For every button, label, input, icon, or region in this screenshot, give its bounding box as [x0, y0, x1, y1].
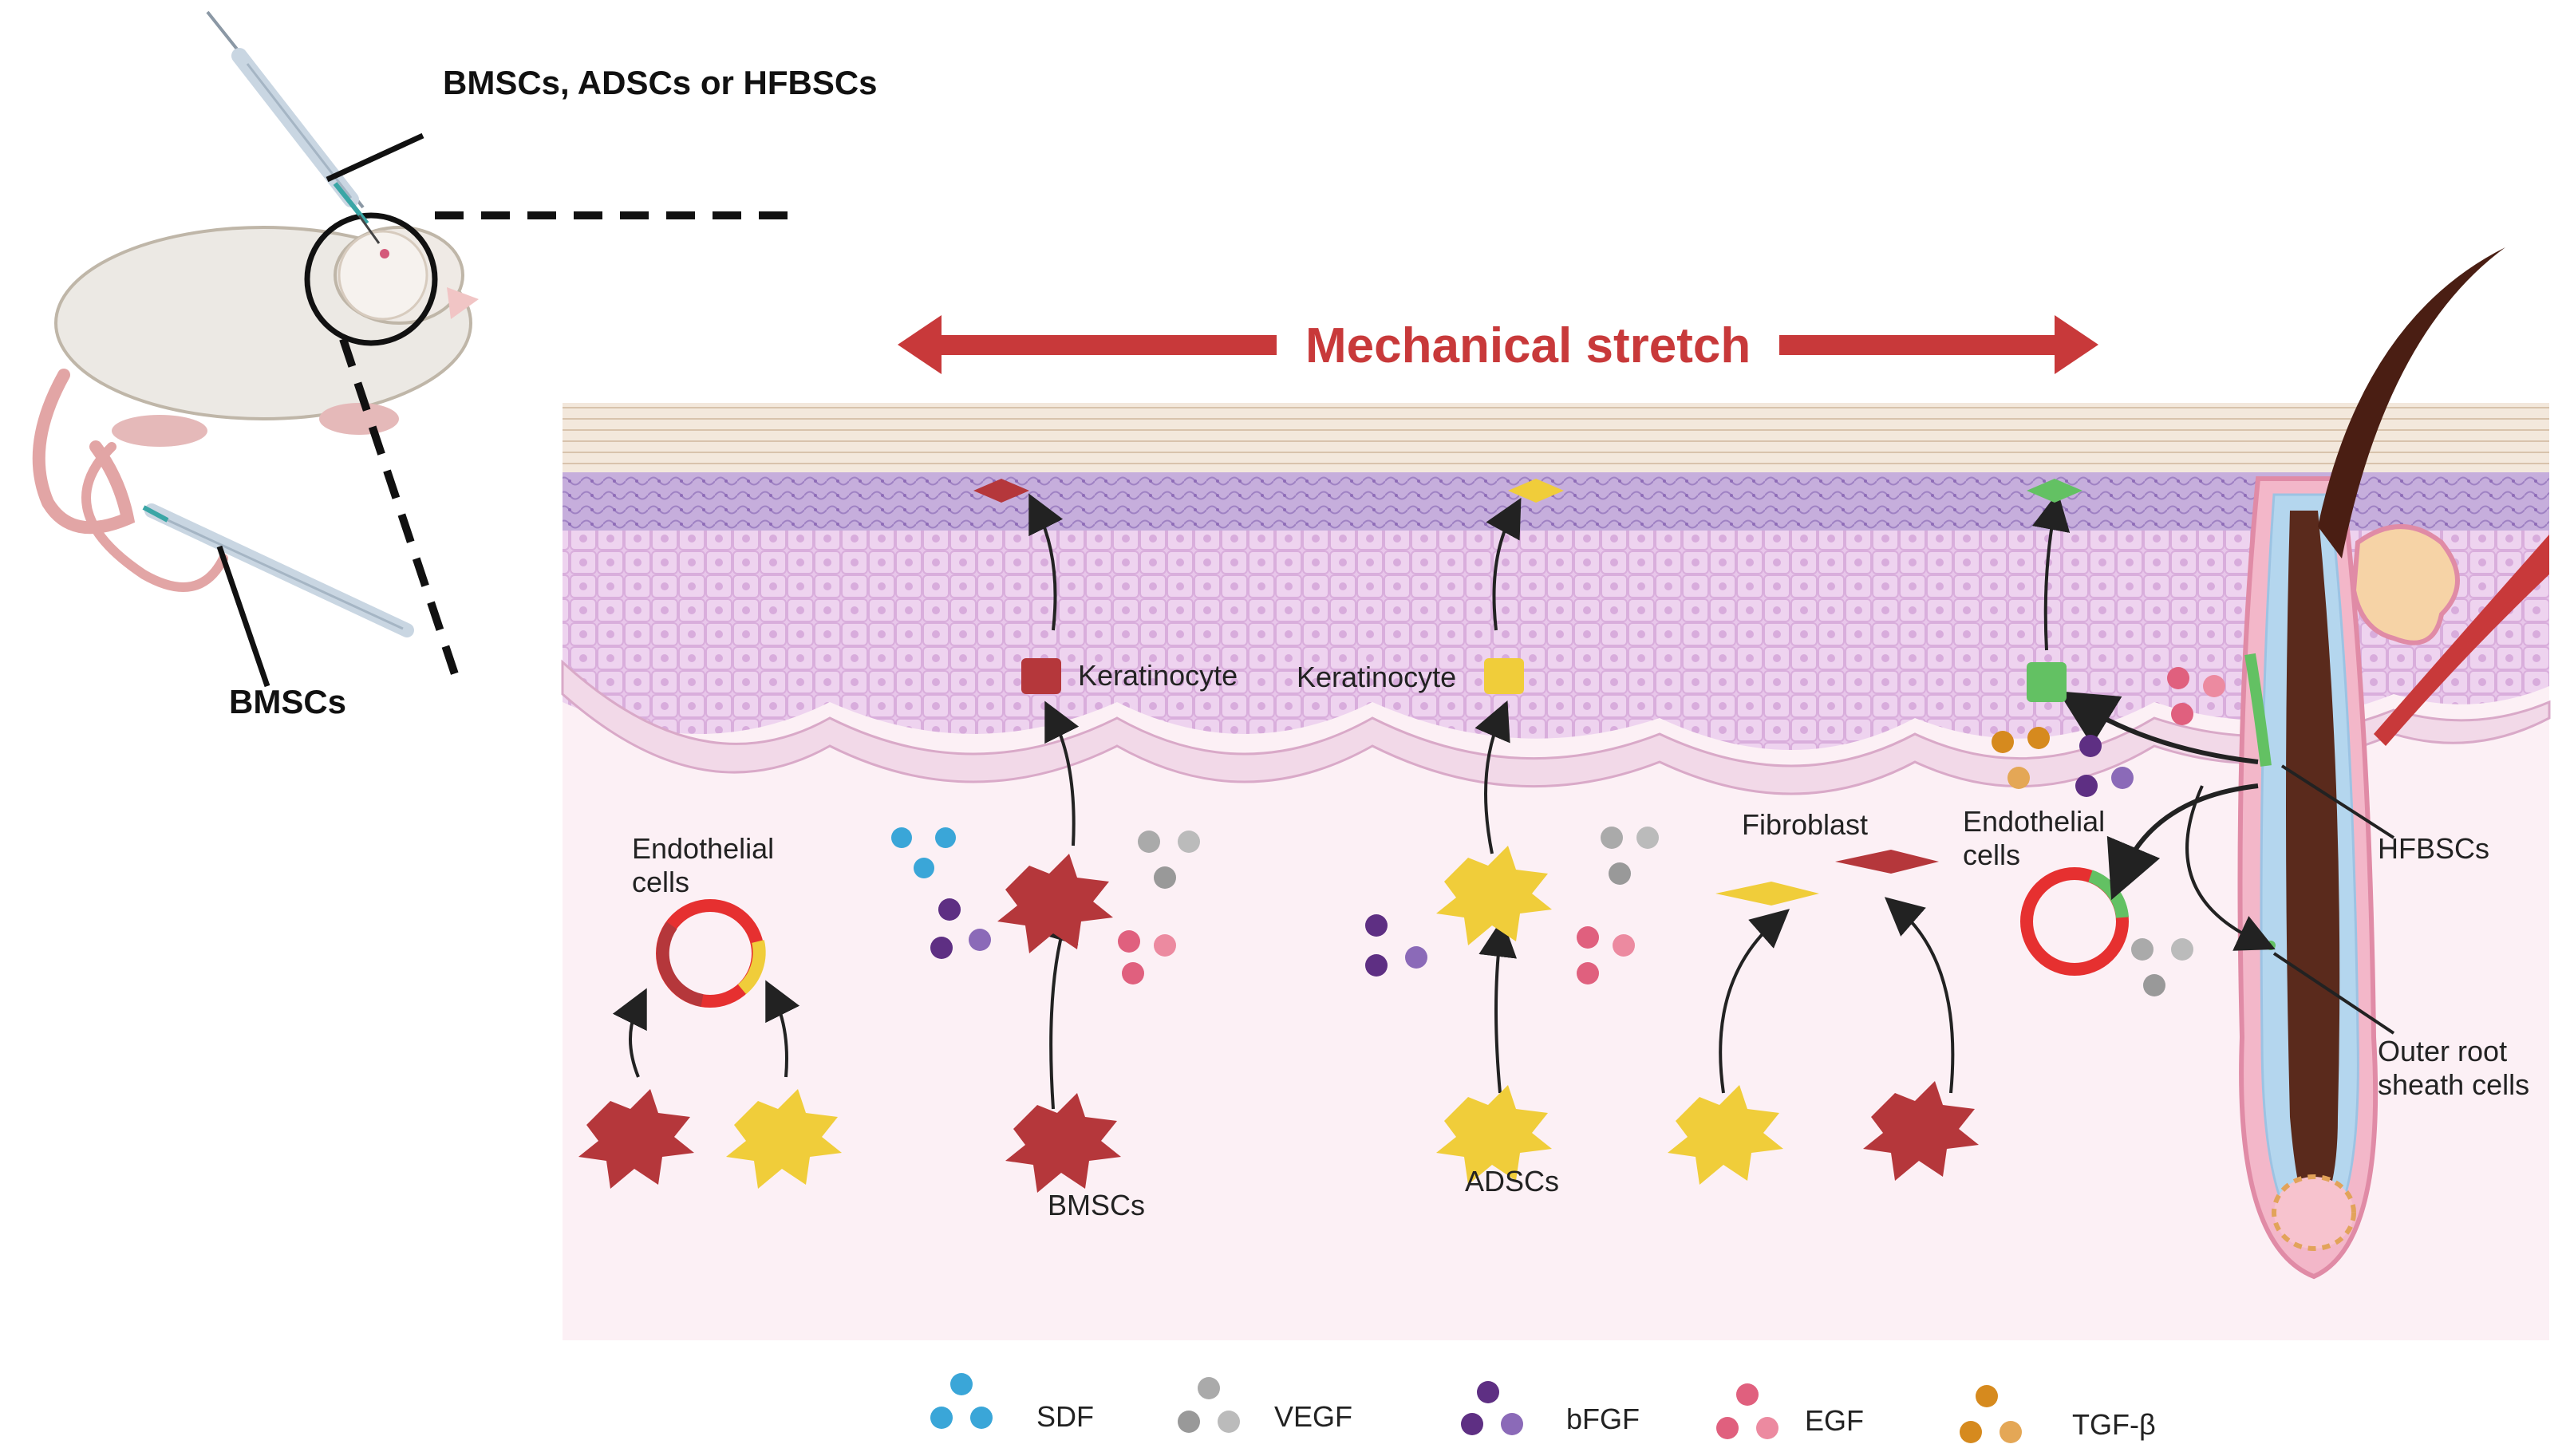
- hfbscs-label: HFBSCs: [2378, 832, 2490, 865]
- vessel-left: [656, 899, 766, 1008]
- keratinocyte-label-1: Keratinocyte: [1078, 659, 1238, 692]
- legend-label-bfgf: bFGF: [1566, 1403, 1640, 1435]
- endothelial-label-right-1: Endothelial: [1963, 805, 2106, 838]
- hfbsc-cells: [2027, 479, 2082, 702]
- hair-follicle: [2237, 247, 2549, 1280]
- legend-label-egf: EGF: [1805, 1404, 1865, 1437]
- differentiation-arrows: [612, 491, 2395, 1110]
- endothelial-label-right-2: cells: [1963, 838, 2021, 871]
- bmscs-label: BMSCs: [1048, 1189, 1146, 1221]
- growth-factor-dots: [891, 667, 2225, 996]
- legend-icons: [930, 1373, 2022, 1443]
- legend-label-tgfb: TGF-β: [2072, 1408, 2156, 1441]
- adscs-label: ADSCs: [1465, 1165, 1560, 1198]
- outer-root-label-2: sheath cells: [2378, 1068, 2530, 1101]
- adsc-cells: [726, 479, 1819, 1189]
- bmsc-cells: [578, 479, 1979, 1193]
- stratum-corneum: [563, 403, 2549, 479]
- keratinocyte-label-2: Keratinocyte: [1297, 661, 1457, 693]
- endothelial-label-left-2: cells: [632, 866, 690, 898]
- legend-label-sdf: SDF: [1036, 1400, 1094, 1433]
- legend-label-vegf: VEGF: [1274, 1400, 1353, 1433]
- outer-root-label-1: Outer root: [2378, 1035, 2508, 1067]
- stretch-arrows: [898, 315, 2098, 374]
- endothelial-label-left-1: Endothelial: [632, 832, 775, 865]
- basal-layer: [561, 659, 2551, 795]
- mouse-illustration: [32, 10, 798, 688]
- diagram-title: Mechanical stretch: [1305, 318, 1751, 373]
- stratum-granulosum: [563, 472, 2549, 532]
- injection-label-top: BMSCs, ADSCs or HFBSCs: [443, 64, 878, 101]
- injection-label-tail: BMSCs: [229, 683, 347, 720]
- fibroblast-label: Fibroblast: [1742, 808, 1869, 841]
